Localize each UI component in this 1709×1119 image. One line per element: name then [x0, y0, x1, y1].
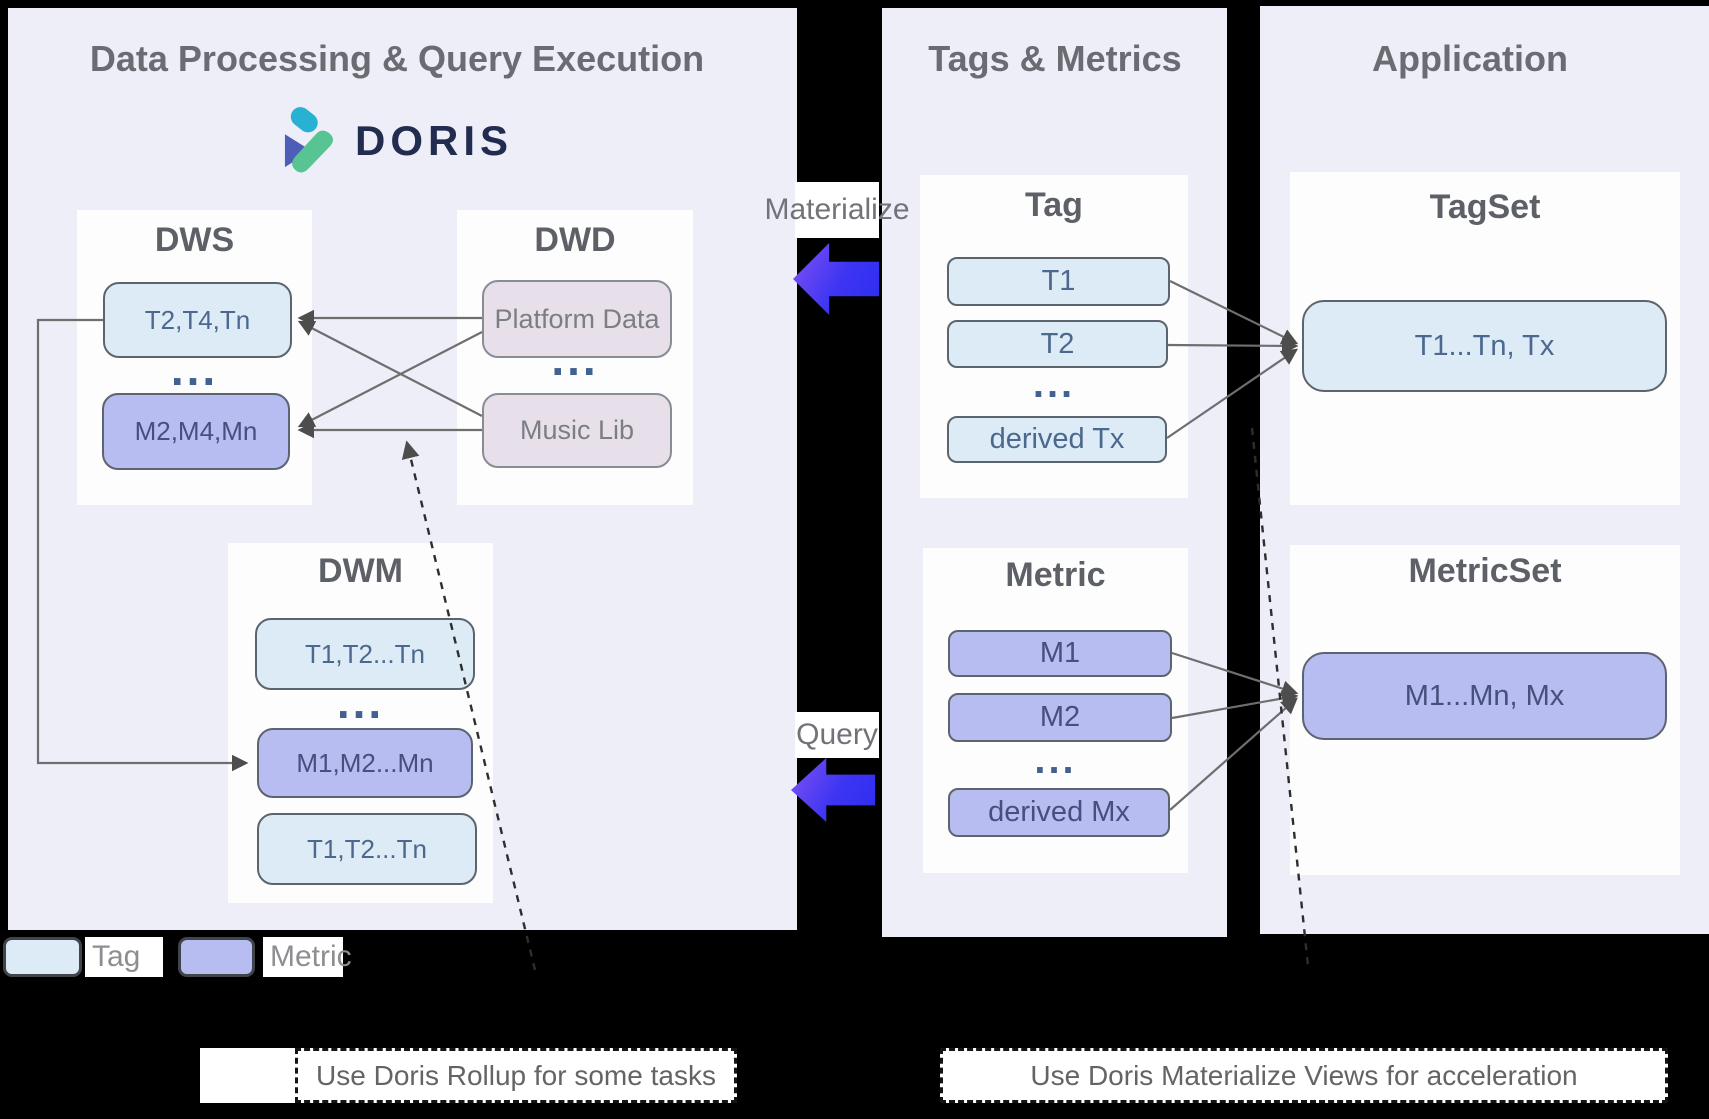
metric-group-ellipsis: ... — [1034, 738, 1077, 782]
dws-metric-label: M2,M4,Mn — [134, 416, 258, 446]
materialize-label: Materialize — [764, 193, 910, 226]
dws-metric-box: M2,M4,Mn — [102, 393, 290, 470]
dwm-metric-label: M1,M2...Mn — [296, 747, 434, 778]
legend-tag-swatch — [3, 937, 82, 977]
doris-logo: DORIS — [283, 106, 513, 176]
metric-m2-label: M2 — [1039, 701, 1081, 733]
query-chip: Query — [795, 712, 879, 758]
metric-derived-box: derived Mx — [948, 788, 1170, 837]
right-panel-title: Application — [1372, 38, 1568, 79]
tagset-box: T1...Tn, Tx — [1302, 300, 1667, 392]
legend-metric-label: Metric — [263, 937, 352, 977]
left-panel-title: Data Processing & Query Execution — [89, 38, 705, 79]
metricset-label: M1...Mn, Mx — [1404, 679, 1565, 712]
metricset-box: M1...Mn, Mx — [1302, 652, 1667, 740]
dwm-tag-bottom-label: T1,T2...Tn — [307, 833, 427, 864]
metric-group-title: Metric — [1005, 556, 1106, 594]
tag-derived-box: derived Tx — [947, 416, 1167, 463]
dws-title: DWS — [154, 221, 235, 259]
dwd-platform-box: Platform Data — [482, 280, 672, 358]
tag-t2-label: T2 — [1040, 327, 1075, 360]
query-arrow-icon — [791, 758, 875, 822]
dwm-tag-top-label: T1,T2...Tn — [305, 638, 425, 669]
rollup-note-strip: Use Doris Rollup for some tasks — [200, 1048, 737, 1103]
middle-panel-title: Tags & Metrics — [928, 38, 1182, 79]
tagset-label: T1...Tn, Tx — [1414, 329, 1555, 362]
materialized-views-note-text: Use Doris Materialize Views for accelera… — [1030, 1059, 1578, 1091]
dwd-platform-label: Platform Data — [494, 303, 660, 334]
tag-t2-box: T2 — [947, 320, 1168, 368]
rollup-note: Use Doris Rollup for some tasks — [295, 1048, 737, 1103]
materialize-chip: Materialize — [764, 182, 910, 238]
dwm-metric-box: M1,M2...Mn — [257, 728, 473, 798]
dws-tag-label: T2,T4,Tn — [144, 304, 251, 335]
query-label: Query — [796, 718, 878, 751]
rollup-note-text: Use Doris Rollup for some tasks — [316, 1059, 716, 1091]
dwd-title: DWD — [534, 221, 616, 259]
metricset-title: MetricSet — [1408, 552, 1562, 590]
dwm-tag-box-bottom: T1,T2...Tn — [257, 813, 477, 885]
materialized-views-note: Use Doris Materialize Views for accelera… — [940, 1048, 1668, 1103]
tag-group-title: Tag — [1025, 186, 1083, 224]
tag-derived-label: derived Tx — [989, 423, 1125, 455]
dwd-ellipsis: ... — [551, 333, 599, 385]
dws-ellipsis: ... — [170, 343, 219, 395]
tag-t1-box: T1 — [947, 257, 1170, 306]
tagset-title: TagSet — [1429, 188, 1541, 226]
doris-wordmark: DORIS — [355, 117, 514, 164]
legend-tag-label: Tag — [85, 937, 163, 977]
metric-derived-label: derived Mx — [988, 796, 1130, 828]
dwm-ellipsis: ... — [336, 676, 385, 728]
materialize-arrow-icon — [793, 243, 879, 315]
dwm-title: DWM — [318, 552, 403, 590]
doris-logo-icon — [284, 107, 334, 173]
dwd-music-label: Music Lib — [519, 415, 635, 445]
metric-m1-label: M1 — [1039, 637, 1081, 669]
tag-t1-label: T1 — [1041, 265, 1076, 297]
legend-metric-swatch — [178, 937, 255, 977]
metric-m2-box: M2 — [948, 693, 1172, 742]
metric-m1-box: M1 — [948, 630, 1172, 677]
tag-group-ellipsis: ... — [1032, 362, 1076, 406]
dwd-music-box: Music Lib — [482, 393, 672, 468]
